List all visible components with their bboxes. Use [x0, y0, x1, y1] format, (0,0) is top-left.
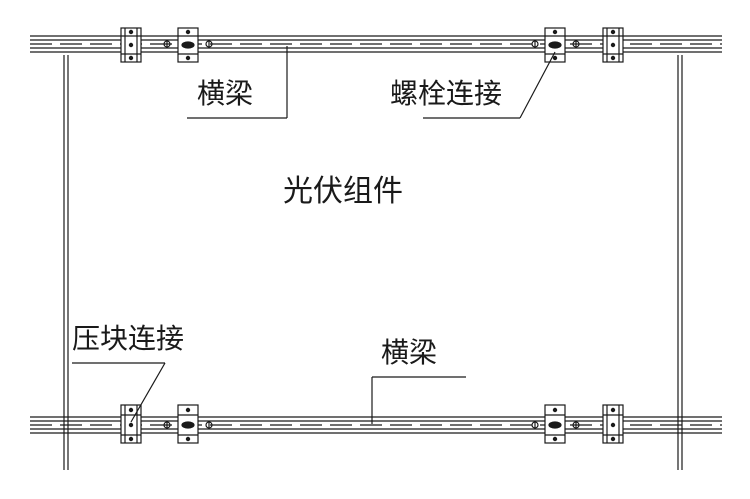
leader-line-clamp-connection	[72, 362, 166, 423]
label-clamp-connection: 压块连接	[72, 322, 185, 355]
clamp-block	[602, 27, 624, 63]
module-frame	[63, 55, 683, 470]
label-pv-module: 光伏组件	[283, 174, 403, 209]
label-bolt-connection: 螺栓连接	[390, 77, 503, 110]
leader-line-beam-top	[187, 46, 288, 119]
bolt-block	[163, 404, 213, 444]
label-beam-bottom: 横梁	[381, 336, 438, 369]
bolt-block	[531, 404, 580, 444]
bolt-block	[531, 27, 580, 63]
bolt-block	[163, 27, 213, 63]
clamp-block	[602, 404, 624, 444]
label-beam-top: 横梁	[197, 77, 254, 110]
leader-line-beam-bottom	[371, 376, 466, 424]
clamp-block	[120, 27, 142, 63]
leader-line-bolt-connection	[423, 51, 556, 119]
